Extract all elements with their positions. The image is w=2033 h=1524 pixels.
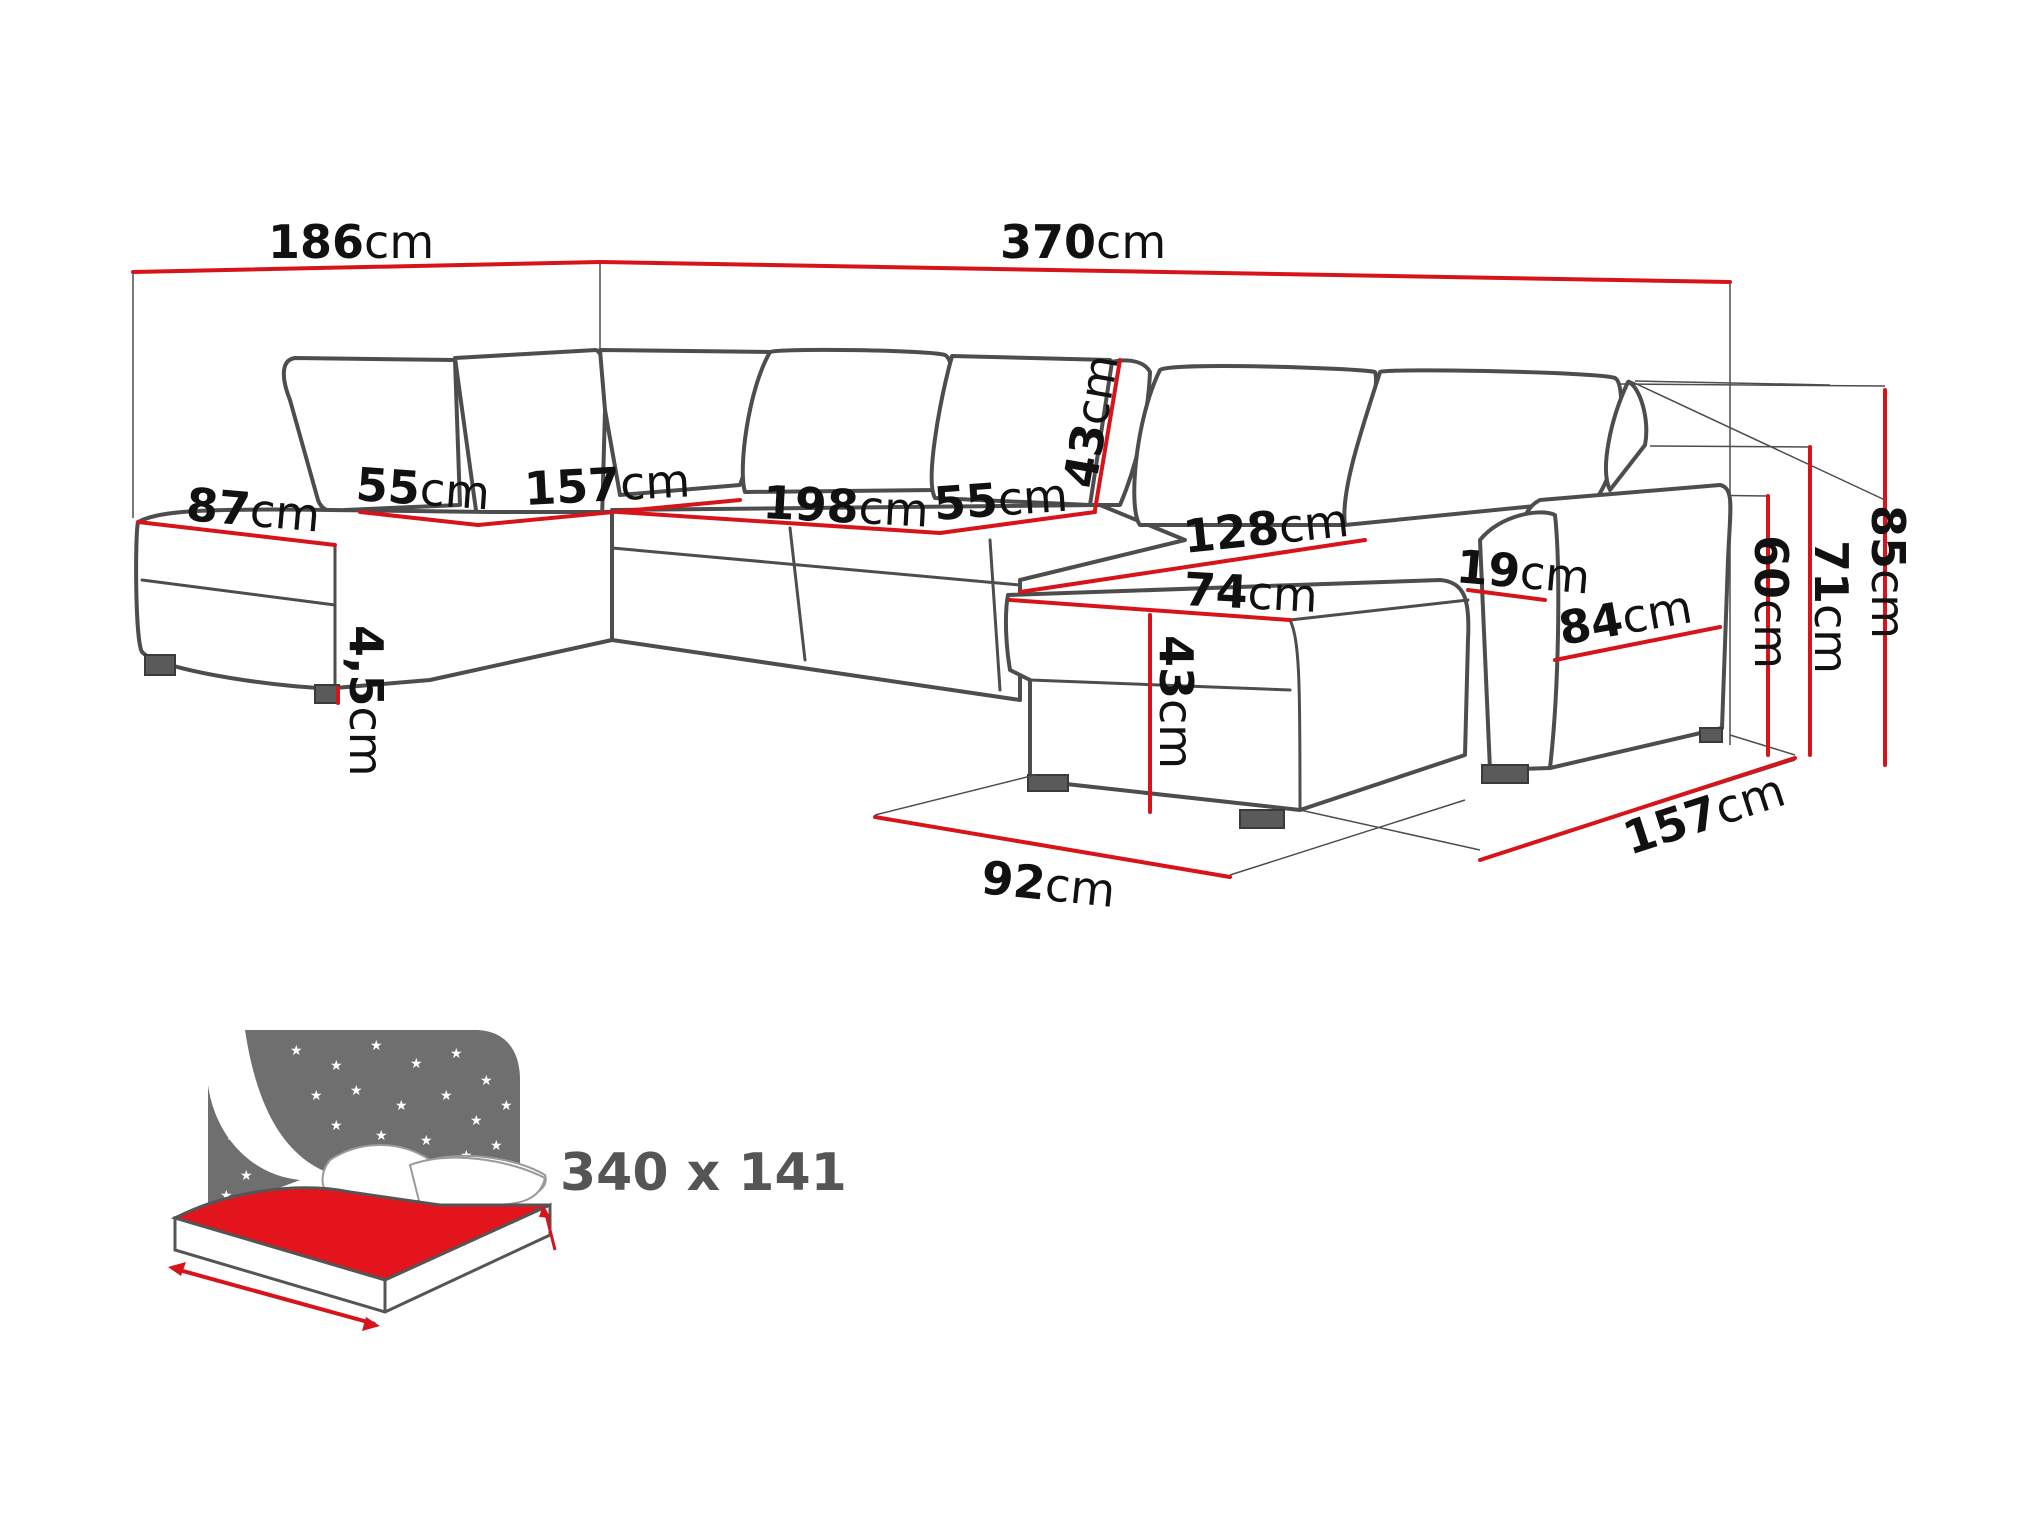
svg-text:★: ★ <box>375 1128 388 1144</box>
dim-line-186 <box>131 260 602 274</box>
dim-unit: cm <box>364 215 434 269</box>
dim-unit: cm <box>619 453 692 511</box>
dim-unit: cm <box>1096 215 1166 269</box>
dim-label-84: 84cm <box>1555 579 1696 655</box>
dim-unit: cm <box>1518 545 1593 605</box>
sofa-outline <box>132 262 1886 876</box>
dim-label-128: 128cm <box>1181 493 1352 564</box>
dim-label-186: 186cm <box>268 215 434 269</box>
svg-text:★: ★ <box>420 1133 433 1149</box>
dim-label-92: 92cm <box>979 850 1118 918</box>
svg-text:★: ★ <box>410 1056 423 1072</box>
dim-label-55b: 55cm <box>932 468 1070 531</box>
dim-line-198 <box>616 510 942 535</box>
svg-text:★: ★ <box>450 1046 463 1062</box>
dim-value: 55 <box>932 473 1000 531</box>
dim-line-19 <box>1466 588 1547 602</box>
dim-label-85: 85cm <box>1861 505 1915 639</box>
dim-unit: cm <box>996 468 1070 527</box>
dim-line-128 <box>1018 538 1367 594</box>
dim-unit: cm <box>1276 493 1351 554</box>
stars-icon <box>245 1030 520 1180</box>
dim-value: 370 <box>1000 215 1096 269</box>
dim-line-92 <box>873 815 1232 879</box>
dim-unit: cm <box>1744 599 1798 669</box>
svg-text:★: ★ <box>500 1098 513 1114</box>
dim-label-74: 74cm <box>1182 562 1319 623</box>
dim-value: 85 <box>1861 505 1915 569</box>
dim-unit: cm <box>1246 565 1319 623</box>
dim-unit: cm <box>1804 604 1858 674</box>
dim-label-87: 87cm <box>184 477 322 542</box>
dim-line-43a <box>1093 358 1122 512</box>
svg-text:★: ★ <box>330 1118 343 1134</box>
svg-text:★: ★ <box>265 1153 278 1169</box>
dim-label-43b: 43cm <box>1149 635 1203 769</box>
depth-arrow-icon <box>539 1205 557 1251</box>
dim-label-157a: 157cm <box>523 453 692 516</box>
dim-value: 87 <box>184 477 252 536</box>
dim-value: 186 <box>268 215 364 269</box>
bed-icon: ★★★ ★★★ ★★★ ★★★ ★★★ ★★★ ★★★ <box>168 1030 557 1331</box>
dim-value: 55 <box>354 457 422 515</box>
dim-value: 4,5 <box>339 625 393 707</box>
dim-value: 157 <box>1617 784 1725 865</box>
dim-line-157b <box>1478 756 1797 862</box>
dim-unit: cm <box>1149 699 1203 769</box>
dimension-labels: 186cm 370cm 87cm 55cm 157cm 198cm 55cm 4… <box>184 215 1915 918</box>
svg-text:★: ★ <box>350 1083 363 1099</box>
dim-unit: cm <box>1064 350 1129 428</box>
svg-text:★: ★ <box>480 1073 493 1089</box>
svg-text:★: ★ <box>330 1058 343 1074</box>
dim-unit: cm <box>339 707 393 777</box>
dim-value: 198 <box>761 475 860 534</box>
dim-label-71: 71cm <box>1804 540 1858 674</box>
svg-text:★: ★ <box>395 1098 408 1114</box>
svg-text:★: ★ <box>290 1043 303 1059</box>
dim-value: 74 <box>1182 562 1249 619</box>
dim-unit: cm <box>857 480 930 538</box>
svg-text:★: ★ <box>240 1168 253 1184</box>
svg-text:★: ★ <box>225 1128 238 1144</box>
dim-value: 43 <box>1053 419 1117 491</box>
dim-line-157a <box>476 498 742 527</box>
dim-label-157b: 157cm <box>1617 763 1792 866</box>
dim-unit: cm <box>248 483 323 543</box>
dim-value: 84 <box>1555 592 1627 656</box>
dim-value: 60 <box>1744 535 1798 599</box>
dim-line-84 <box>1553 625 1722 662</box>
dim-label-60: 60cm <box>1744 535 1798 669</box>
dim-value: 71 <box>1804 540 1858 604</box>
svg-text:★: ★ <box>310 1088 323 1104</box>
dim-label-55a: 55cm <box>354 457 492 520</box>
dim-value: 157 <box>523 457 622 516</box>
dim-value: 19 <box>1454 539 1522 598</box>
width-arrow-icon <box>168 1262 380 1331</box>
svg-text:★: ★ <box>440 1088 453 1104</box>
dim-unit: cm <box>1708 763 1791 836</box>
dim-label-198: 198cm <box>761 475 930 538</box>
dim-line-55b <box>938 510 1097 535</box>
dim-line-370 <box>598 260 1732 284</box>
dim-line-55a <box>358 510 480 527</box>
svg-text:★: ★ <box>370 1038 383 1054</box>
svg-text:★: ★ <box>470 1113 483 1129</box>
dim-unit: cm <box>418 462 492 521</box>
dim-label-43a: 43cm <box>1053 350 1129 491</box>
dim-value: 43 <box>1149 635 1203 699</box>
dim-line-87 <box>136 520 337 547</box>
dim-line-74 <box>1008 598 1292 622</box>
sleeping-area-label: 340 x 141 <box>560 1143 847 1203</box>
dimension-lines <box>131 260 1887 879</box>
dim-label-19: 19cm <box>1454 539 1592 604</box>
dim-label-370: 370cm <box>1000 215 1166 269</box>
dim-label-4-5: 4,5cm <box>339 625 393 777</box>
svg-text:★: ★ <box>490 1138 503 1154</box>
dim-unit: cm <box>1618 579 1696 644</box>
dim-value: 92 <box>979 850 1048 910</box>
dim-unit: cm <box>1861 569 1915 639</box>
dim-unit: cm <box>1043 857 1118 918</box>
dim-value: 128 <box>1181 500 1282 564</box>
